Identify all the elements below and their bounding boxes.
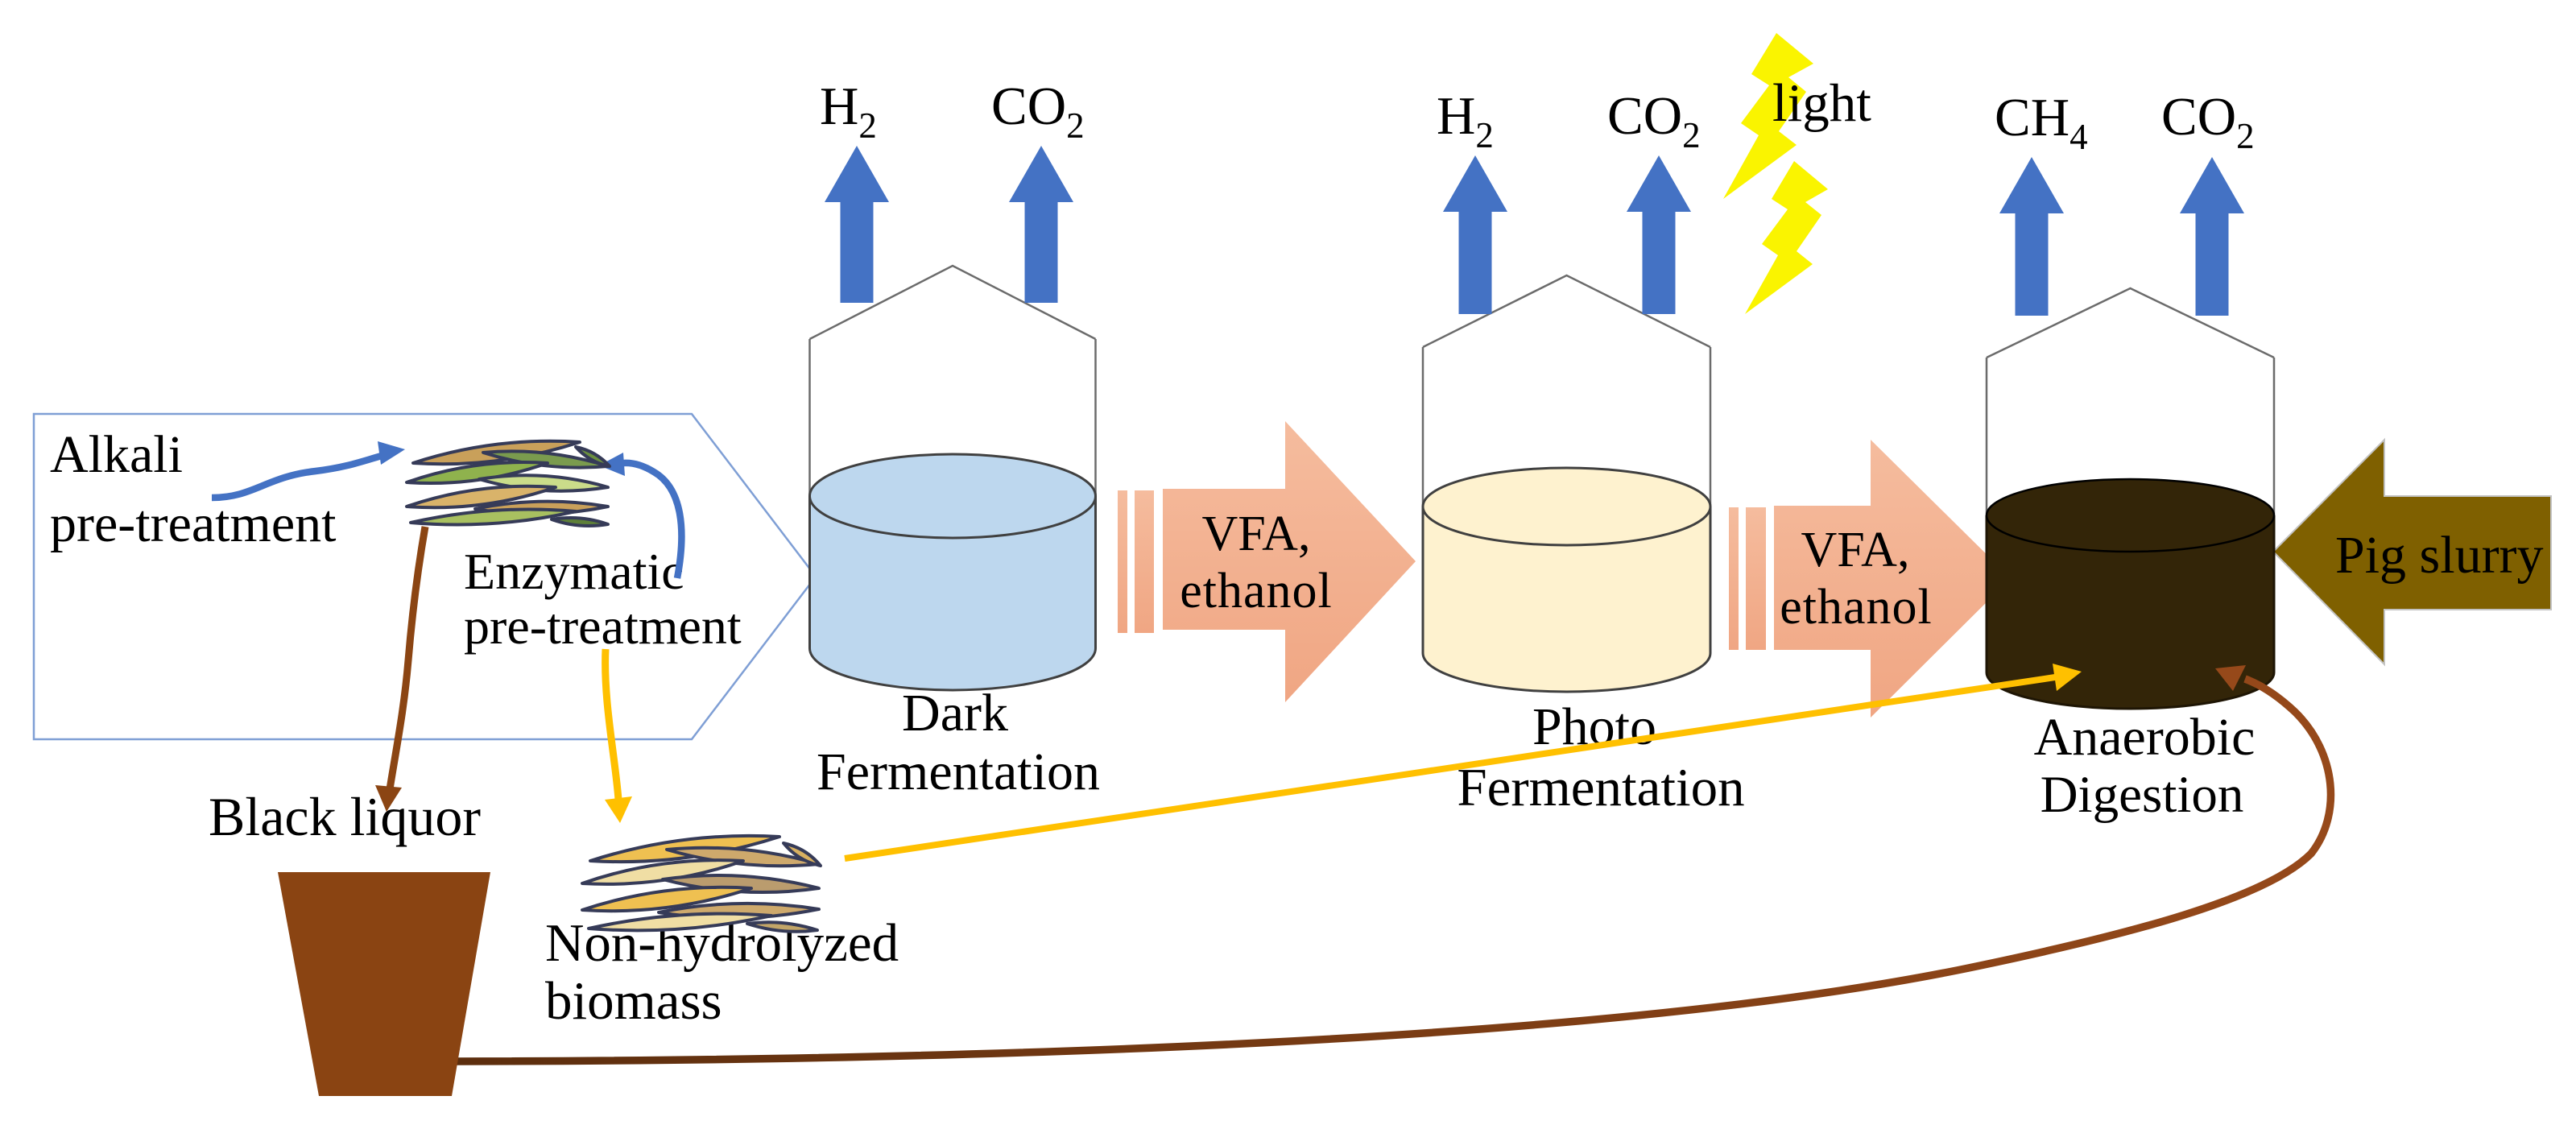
svg-text:CO2: CO2 <box>2161 87 2255 156</box>
svg-text:Fermentation: Fermentation <box>817 742 1100 801</box>
svg-text:ethanol: ethanol <box>1180 564 1333 618</box>
svg-text:light: light <box>1772 73 1871 133</box>
svg-text:H2: H2 <box>820 77 877 146</box>
svg-text:Digestion: Digestion <box>2041 766 2244 824</box>
svg-text:Alkali: Alkali <box>50 425 183 484</box>
svg-text:ethanol: ethanol <box>1780 580 1933 635</box>
svg-text:CO2: CO2 <box>1607 86 1701 155</box>
svg-text:Fermentation: Fermentation <box>1457 758 1744 817</box>
svg-text:pre-treatment: pre-treatment <box>464 598 742 655</box>
svg-text:CO2: CO2 <box>991 77 1085 146</box>
svg-text:H2: H2 <box>1437 86 1494 155</box>
svg-text:CH4: CH4 <box>1995 88 2088 157</box>
svg-text:Dark: Dark <box>902 684 1008 742</box>
svg-text:Anaerobic: Anaerobic <box>2034 708 2256 767</box>
svg-text:Black liquor: Black liquor <box>209 786 481 847</box>
svg-text:VFA,: VFA, <box>1202 507 1311 561</box>
svg-text:biomass: biomass <box>545 971 722 1031</box>
svg-text:VFA,: VFA, <box>1801 523 1910 577</box>
svg-text:Enzymatic: Enzymatic <box>464 543 684 600</box>
svg-text:pre-treatment: pre-treatment <box>50 494 336 553</box>
svg-text:Pig slurry: Pig slurry <box>2335 526 2544 585</box>
